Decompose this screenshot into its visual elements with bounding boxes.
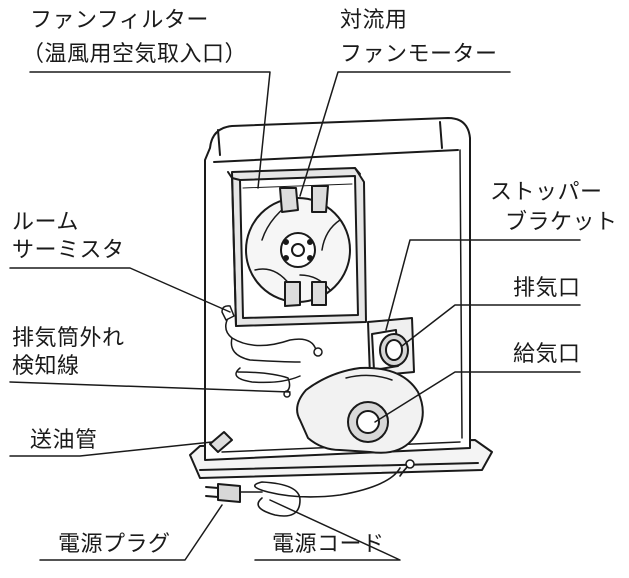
label-conv-fan-2: ファンモーター [340,42,498,67]
intake-port [296,366,424,454]
label-stopper-bracket-1: ストッパー [490,180,603,205]
oil-pipe [209,431,233,453]
label-conv-fan-1: 対流用 [340,8,408,33]
leader-lines [9,71,581,561]
power-cord [239,459,415,517]
label-oil-pipe: 送油管 [30,428,98,453]
power-plug [205,483,241,503]
label-room-thermistor-2: サーミスタ [12,238,125,263]
label-fan-filter-2: （温風用空気取入口） [22,42,248,67]
label-fan-filter-1: ファンフィルター [30,8,209,33]
label-power-cord: 電源コード [272,532,385,557]
label-intake-port: 給気口 [513,342,581,367]
exhaust-port [367,317,415,377]
label-exhaust-detect-2: 検知線 [12,354,80,379]
fan-motor [245,185,351,307]
label-exhaust-port: 排気口 [513,276,581,301]
label-stopper-bracket-2: ブラケット [505,210,618,235]
label-power-plug: 電源プラグ [58,532,171,557]
label-exhaust-detect-1: 排気筒外れ [12,326,125,351]
label-room-thermistor-1: ルーム [12,210,79,235]
